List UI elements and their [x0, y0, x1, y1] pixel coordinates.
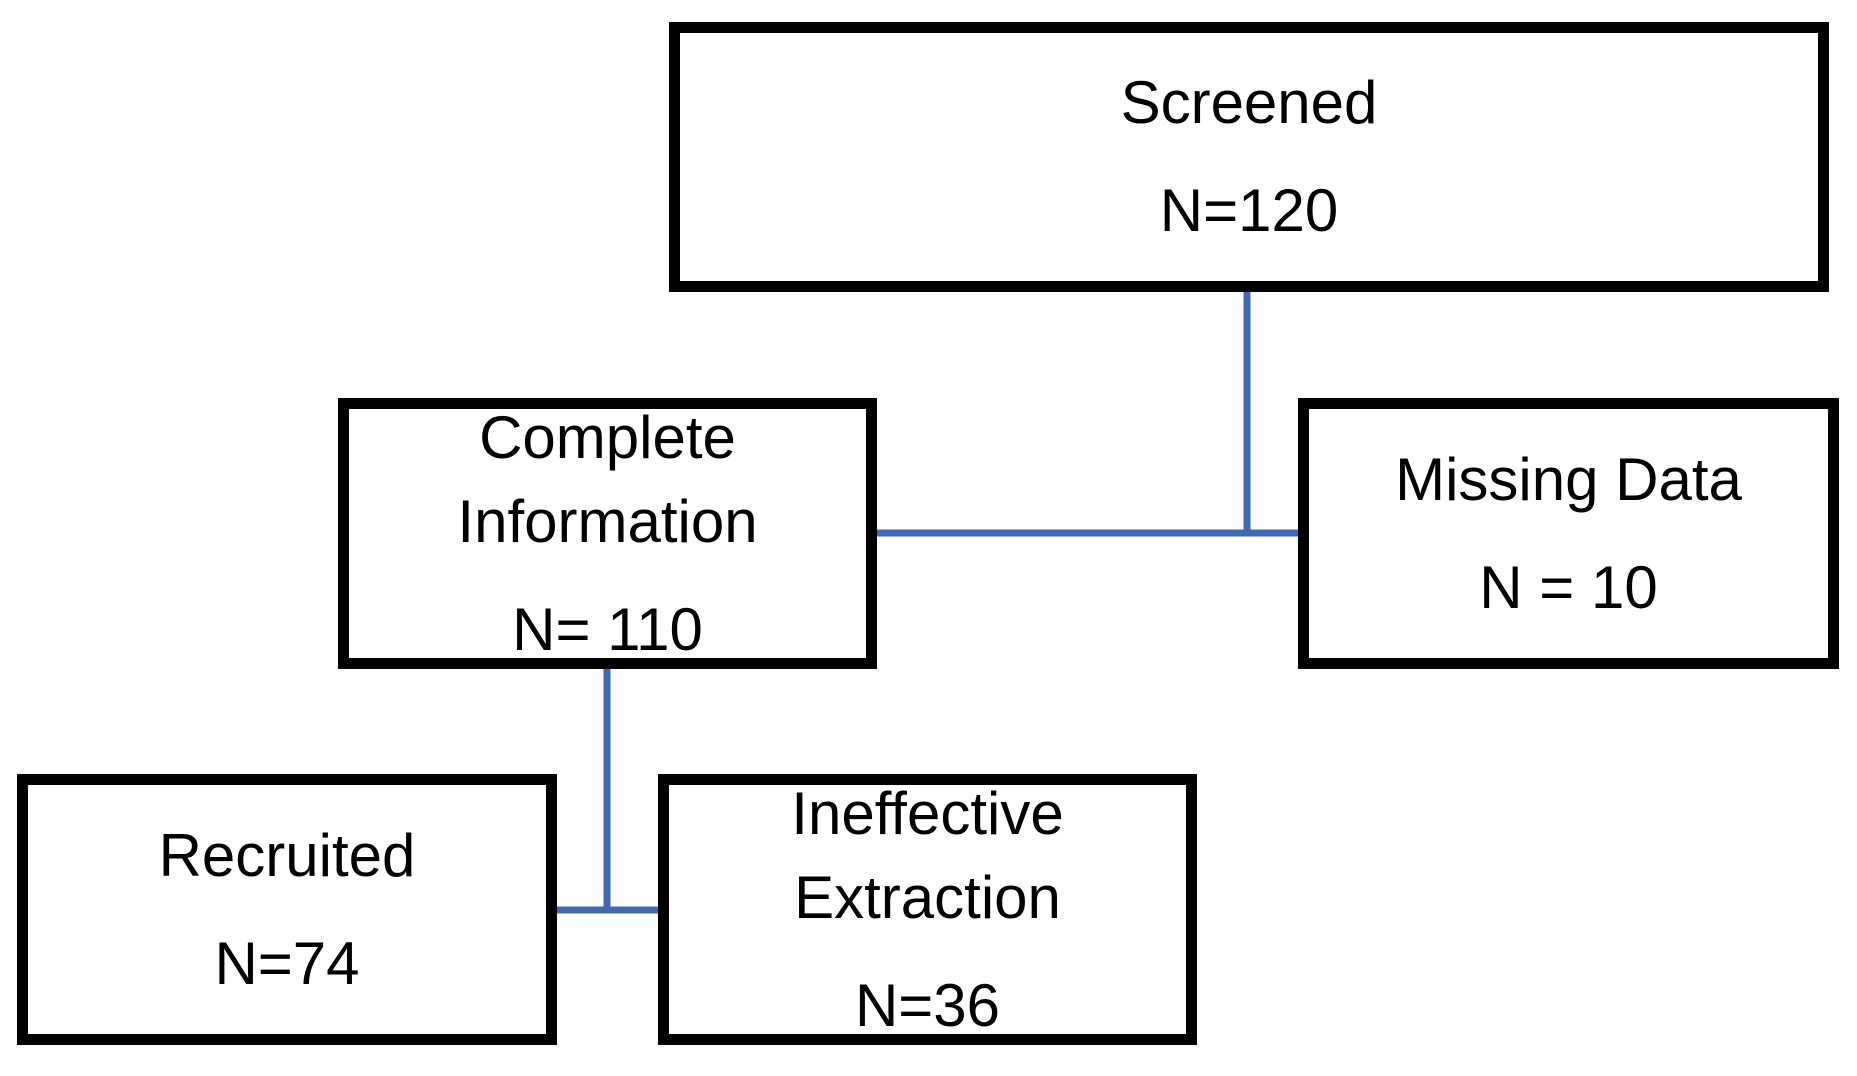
- screened-count: N=120: [1159, 177, 1339, 244]
- missing-data-box: Missing Data N = 10: [1298, 398, 1839, 669]
- ineffective-extraction-label-line2: Extraction: [794, 863, 1061, 931]
- complete-information-label-line1: Complete: [479, 403, 736, 471]
- recruited-box: Recruited N=74: [17, 774, 557, 1045]
- recruited-count: N=74: [214, 929, 360, 997]
- complete-information-label-line2: Information: [457, 487, 758, 555]
- missing-data-label: Missing Data: [1395, 445, 1742, 513]
- ineffective-extraction-box: Ineffective Extraction N=36: [658, 774, 1197, 1045]
- missing-data-count: N = 10: [1479, 553, 1658, 621]
- complete-information-box: Complete Information N= 110: [338, 398, 877, 669]
- screened-box: Screened N=120: [669, 22, 1829, 292]
- complete-information-count: N= 110: [512, 595, 703, 663]
- ineffective-extraction-count: N=36: [854, 971, 1001, 1039]
- screened-label: Screened: [1120, 69, 1378, 136]
- ineffective-extraction-label-line1: Ineffective: [791, 779, 1064, 847]
- recruited-label: Recruited: [158, 821, 416, 889]
